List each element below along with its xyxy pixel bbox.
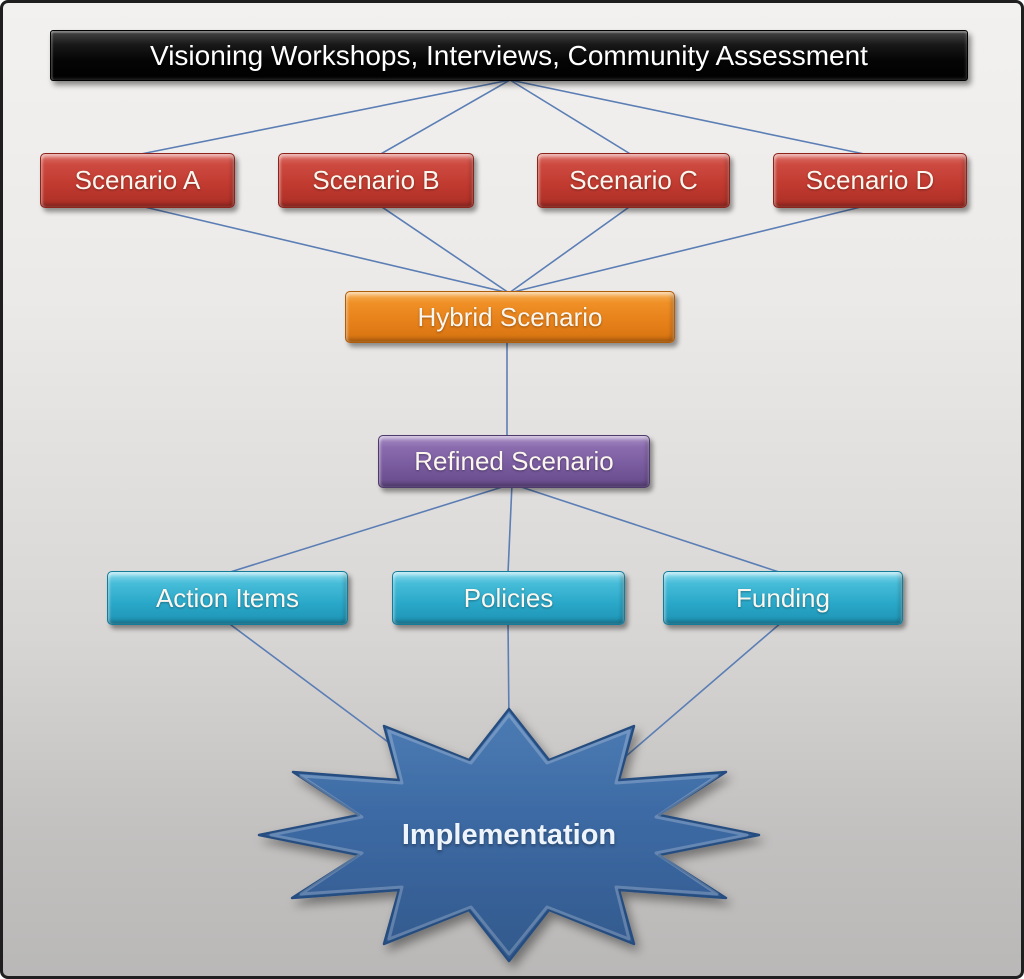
node-scenario-b: Scenario B xyxy=(278,153,474,208)
connector-line xyxy=(509,79,633,156)
node-scenario-c: Scenario C xyxy=(537,153,730,208)
connector-line xyxy=(507,621,510,724)
connector-layer xyxy=(135,79,870,963)
node-top-banner: Visioning Workshops, Interviews, Communi… xyxy=(50,30,968,81)
connector-line xyxy=(135,204,510,294)
node-scenario-a: Scenario A xyxy=(40,153,235,208)
connector-line xyxy=(511,483,783,574)
node-policies: Policies xyxy=(392,571,625,625)
node-funding: Funding xyxy=(663,571,903,625)
implementation-star xyxy=(257,707,761,963)
connector-line xyxy=(508,204,870,294)
connector-line xyxy=(135,79,511,156)
node-hybrid-scenario: Hybrid Scenario xyxy=(345,291,675,343)
connector-line xyxy=(617,621,783,764)
connector-line xyxy=(509,79,870,156)
connector-line xyxy=(378,204,510,294)
node-scenario-d: Scenario D xyxy=(773,153,967,208)
implementation-label: Implementation xyxy=(401,819,617,851)
node-action-items: Action Items xyxy=(107,571,348,625)
connector-line xyxy=(508,204,633,294)
connector-line xyxy=(226,483,513,574)
connector-line xyxy=(507,483,513,574)
connector-line xyxy=(378,79,511,156)
implementation-star-highlight xyxy=(269,713,749,956)
node-refined-scenario: Refined Scenario xyxy=(378,435,650,488)
